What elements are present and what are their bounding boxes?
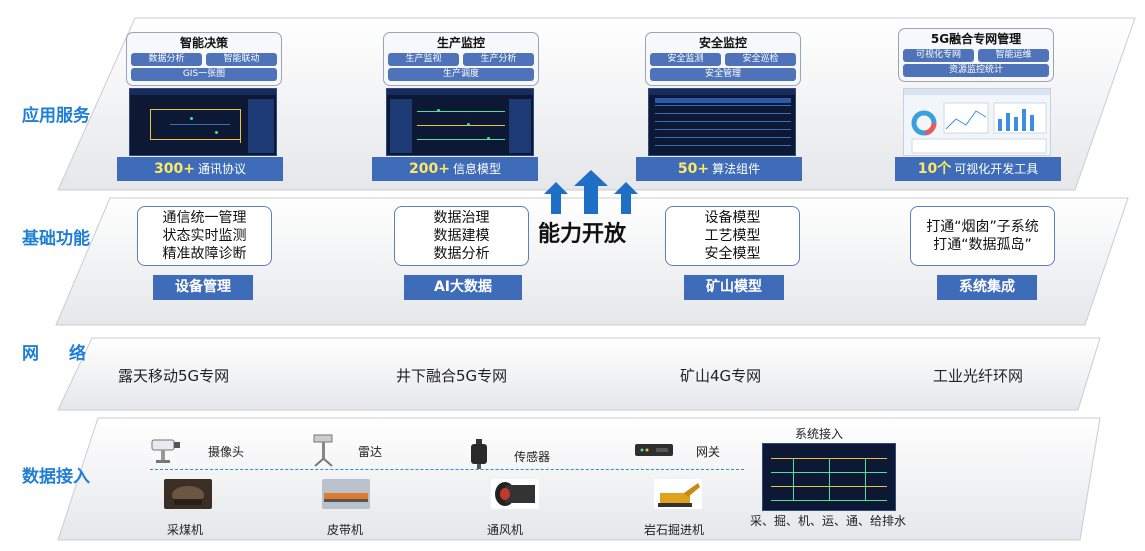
system-access-title: 系统接入: [795, 427, 844, 441]
gateway-icon: [635, 444, 673, 456]
network-item: 矿山4G专网: [680, 367, 762, 385]
layer-label-foundation: 基础功能: [22, 229, 90, 249]
equipment-label: 皮带机: [327, 523, 364, 537]
system-access-caption: 采、掘、机、运、通、给排水: [750, 514, 907, 528]
layer-label-application: 应用服务: [22, 106, 90, 126]
function-line: 工艺模型: [704, 228, 761, 244]
app-chip[interactable]: 可视化专网: [903, 49, 974, 62]
tag-ai-big-data[interactable]: AI大数据: [404, 275, 522, 300]
stat-algorithms: 50+算法组件: [636, 157, 802, 181]
function-line: 精准故障诊断: [162, 246, 247, 262]
equipment-label: 通风机: [487, 523, 524, 537]
chart-thumbnail: [911, 102, 1047, 154]
app-chip[interactable]: 生产分析: [463, 53, 534, 66]
ventilator-photo: [491, 479, 539, 509]
app-card-5g-network[interactable]: 5G融合专网管理 可视化专网 智能运维 资源监控统计: [898, 28, 1054, 82]
stat-visual-tools: 10个可视化开发工具: [895, 157, 1061, 181]
network-management-thumbnail: [903, 88, 1051, 156]
belt-conveyor-photo: [322, 479, 370, 509]
system-access-thumbnail: [762, 443, 896, 511]
arrow-up-icon: [544, 182, 568, 214]
stat-number: 50+: [677, 161, 710, 177]
function-line: 安全模型: [704, 246, 761, 262]
decision-dashboard-thumbnail: [129, 88, 277, 156]
app-chip[interactable]: 安全监测: [650, 53, 721, 66]
app-chip[interactable]: 资源监控统计: [903, 64, 1049, 77]
radar-icon: [313, 434, 333, 467]
stat-number: 10个: [917, 161, 952, 177]
device-label: 网关: [696, 445, 721, 459]
function-line: 数据分析: [433, 246, 490, 262]
app-chip[interactable]: 生产调度: [388, 68, 534, 81]
layer-label-data-access: 数据接入: [22, 467, 90, 487]
function-line: 打通“烟囱”子系统: [926, 219, 1039, 235]
data-access-layer-bg: [57, 417, 1101, 541]
stat-number: 200+: [409, 161, 450, 177]
app-chip[interactable]: 安全巡检: [725, 53, 796, 66]
capability-arrows: [544, 170, 638, 214]
tag-system-integration[interactable]: 系统集成: [937, 275, 1037, 300]
capability-open-label: 能力开放: [538, 222, 627, 247]
arrow-up-icon: [574, 170, 608, 214]
arrow-up-icon: [614, 182, 638, 214]
stat-protocols: 300+通讯协议: [117, 157, 283, 181]
app-card-decision[interactable]: 智能决策 数据分析 智能联动 GIS一张图: [126, 32, 282, 86]
app-title: 智能决策: [179, 36, 228, 50]
equipment-label: 采煤机: [167, 523, 204, 537]
app-title: 5G融合专网管理: [930, 32, 1022, 46]
app-title: 生产监控: [436, 36, 485, 50]
rock-tunneling-machine-photo: [654, 479, 702, 509]
tag-mine-model[interactable]: 矿山模型: [684, 275, 784, 300]
stat-label: 信息模型: [452, 162, 501, 176]
app-chip[interactable]: 安全管理: [650, 68, 796, 81]
tag-device-management[interactable]: 设备管理: [153, 275, 253, 300]
network-layer-bg: [57, 337, 1101, 411]
stat-label: 算法组件: [712, 162, 761, 176]
sensor-icon: [471, 439, 487, 469]
safety-dashboard-thumbnail: [648, 88, 796, 156]
function-line: 数据治理: [433, 210, 490, 226]
device-label: 摄像头: [208, 445, 245, 459]
equipment-label: 岩石掘进机: [644, 523, 705, 537]
shearer-photo: [164, 479, 212, 509]
app-chip[interactable]: 数据分析: [131, 53, 202, 66]
function-line: 通信统一管理: [162, 210, 247, 226]
stat-info-models: 200+信息模型: [372, 157, 538, 181]
network-item: 井下融合5G专网: [396, 367, 508, 385]
foundation-layer-bg: [55, 197, 1129, 326]
app-card-production[interactable]: 生产监控 生产监视 生产分析 生产调度: [383, 32, 539, 86]
stat-label: 可视化开发工具: [954, 162, 1039, 176]
app-chip[interactable]: 智能联动: [206, 53, 277, 66]
app-chip[interactable]: 智能运维: [978, 49, 1049, 62]
application-layer-bg: [57, 17, 1136, 191]
device-label: 雷达: [358, 445, 383, 459]
function-box-mine: 设备模型 工艺模型 安全模型: [665, 206, 800, 266]
app-chip[interactable]: GIS一张图: [131, 68, 277, 81]
function-line: 数据建模: [433, 228, 490, 244]
device-label: 传感器: [514, 450, 551, 464]
network-item: 露天移动5G专网: [118, 367, 230, 385]
function-box-ai: 数据治理 数据建模 数据分析: [394, 206, 529, 266]
device-bus-line: [150, 469, 744, 470]
function-line: 状态实时监测: [162, 228, 247, 244]
production-dashboard-thumbnail: [386, 88, 534, 156]
function-line: 设备模型: [704, 210, 761, 226]
stat-label: 通讯协议: [197, 162, 246, 176]
app-card-safety[interactable]: 安全监控 安全监测 安全巡检 安全管理: [645, 32, 801, 86]
camera-icon: [151, 439, 180, 463]
app-chip[interactable]: 生产监视: [388, 53, 459, 66]
stat-number: 300+: [154, 161, 195, 177]
function-box-device: 通信统一管理 状态实时监测 精准故障诊断: [137, 206, 272, 266]
app-title: 安全监控: [698, 36, 747, 50]
layer-label-network: 网络: [22, 344, 116, 364]
function-box-integration: 打通“烟囱”子系统 打通“数据孤岛”: [910, 206, 1055, 266]
network-item: 工业光纤环网: [933, 367, 1024, 385]
function-line: 打通“数据孤岛”: [933, 237, 1032, 253]
